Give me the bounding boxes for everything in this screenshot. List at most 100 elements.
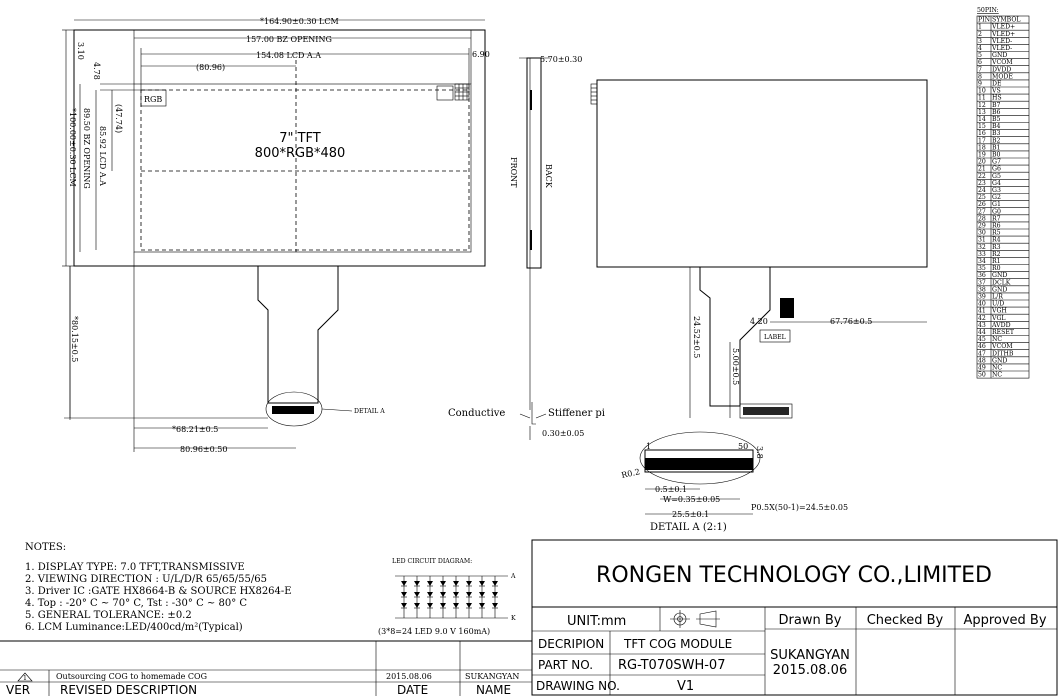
detail-d4: 25.5±0.1 (672, 510, 709, 519)
led-diode-icon (479, 592, 485, 597)
pin-number: 35 (978, 265, 986, 272)
pin-symbol: R1 (992, 258, 1001, 265)
revision-triangle-icon (17, 672, 33, 682)
note-2: 2. VIEWING DIRECTION : U/L/D/R 65/65/55/… (25, 574, 267, 585)
pin-number: 47 (978, 350, 986, 357)
led-diode-icon (440, 592, 446, 597)
pin-number: 1 (978, 24, 982, 31)
pin-symbol: AVDD (991, 322, 1011, 329)
dim-fpc-length: *80.15±0.5 (70, 316, 79, 362)
pin-number: 7 (978, 66, 982, 73)
led-caption: (3*8=24 LED 9.0 V 160mA) (378, 627, 490, 636)
pin-symbol: G1 (992, 201, 1001, 208)
lcm-outline (73, 29, 486, 267)
back-label: BACK (544, 164, 553, 189)
pin-symbol: VLED- (991, 38, 1012, 45)
pin-symbol: GND (992, 272, 1007, 279)
pin-symbol: R6 (992, 223, 1001, 230)
pin-number: 37 (978, 279, 986, 286)
led-diode-icon (453, 592, 459, 597)
pin-symbol: MODE (992, 73, 1013, 80)
pin-number: 29 (978, 223, 986, 230)
pin-col-symbol: SYMBOL (992, 17, 1021, 24)
detail-title: DETAIL A (2:1) (650, 522, 727, 533)
company-name: RONGEN TECHNOLOGY CO.,LIMITED (596, 563, 992, 588)
pin-number: 14 (978, 116, 986, 123)
led-diode-icon (414, 603, 420, 608)
pin-symbol: B0 (992, 152, 1001, 159)
pin-number: 12 (978, 102, 986, 109)
led-diode-icon (453, 603, 459, 608)
pin-number: 27 (978, 208, 986, 215)
front-view: RGB 7" TFT 800*RGB*480 DETAIL A *164.90±… (62, 17, 490, 454)
led-diode-icon (401, 603, 407, 608)
led-diode-icon (479, 581, 485, 586)
drawn-by-date: 2015.08.06 (773, 663, 847, 678)
led-diode-icon (466, 592, 472, 597)
pin-symbol: B4 (992, 123, 1001, 130)
label-tag: LABEL (764, 334, 786, 341)
col-desc: REVISED DESCRIPTION (60, 683, 197, 696)
pin-symbol: DITHB (992, 350, 1014, 357)
pixel-grid-marker (436, 83, 470, 101)
dim-fpc-pos: 80.96±0.50 (180, 445, 227, 454)
detail-ellipse (639, 431, 761, 485)
pin-symbol: RESET (992, 329, 1015, 336)
dim-fpc-offset: *68.21±0.5 (172, 425, 218, 434)
pin-number: 48 (978, 357, 986, 364)
pin-symbol: R2 (992, 251, 1001, 258)
pin-table-frame (976, 15, 1030, 379)
led-diode-icon (440, 581, 446, 586)
led-circuit: LED CIRCUIT DIAGRAM: A K (3*8=24 LED 9.0… (378, 558, 516, 636)
drawn-by-label: Drawn By (779, 613, 842, 628)
dim-aa-height: 85.92 LCD A.A (98, 126, 107, 186)
back-outline (596, 79, 928, 268)
title-block: RONGEN TECHNOLOGY CO.,LIMITED UNIT:mm Dr… (531, 539, 1058, 696)
pin-number: 44 (978, 329, 986, 336)
pin-symbol: VLED- (991, 45, 1012, 52)
pin-number: 49 (978, 365, 986, 372)
module-side-outline (526, 57, 542, 269)
led-anode: A (510, 573, 516, 580)
led-diode-icon (427, 581, 433, 586)
pin-number: 50 (978, 372, 986, 379)
pin-symbol: G5 (992, 173, 1001, 180)
side-view: 5.70±0.30 FRONT BACK Conductive Stiffene… (448, 55, 605, 440)
drawing-no-label: DRAWING NO. (536, 679, 620, 693)
back-view: LABEL 4.20 67.76±0.5 24.52±0.5 5.00±0.5 (590, 79, 928, 419)
col-ver: VER (6, 683, 30, 696)
dim-back-1: 24.52±0.5 (692, 316, 701, 358)
led-diode-icon (401, 592, 407, 597)
led-diode-icon (492, 603, 498, 608)
pin-symbol: B1 (992, 144, 1001, 151)
description-label: DECRIPION (538, 637, 604, 651)
detail-radius: R0.2 (621, 467, 641, 480)
pin-symbol: HS (992, 95, 1002, 102)
detail-pin-last: 50 (738, 442, 748, 451)
led-diode-icon (453, 581, 459, 586)
pin-number: 24 (978, 187, 986, 194)
dim-label-pos: 67.76±0.5 (830, 317, 872, 326)
note-1: 1. DISPLAY TYPE: 7.0 TFT,TRANSMISSIVE (25, 562, 245, 573)
stiffener-label: Stiffener pi (548, 408, 605, 419)
rgb-box (140, 89, 167, 107)
revision-description: Outsourcing COG to homemade COG (56, 672, 207, 681)
dim-half-height: (47.74) (114, 104, 123, 133)
col-date: DATE (397, 683, 428, 696)
fpc-tail (257, 266, 339, 404)
led-diode-icon (427, 592, 433, 597)
pin-number: 26 (978, 201, 986, 208)
pin-symbol: B7 (992, 102, 1001, 109)
note-3: 3. Driver IC :GATE HX8664-B & SOURCE HX8… (25, 586, 292, 597)
pin-symbol: VLED+ (991, 24, 1015, 31)
pin-number: 41 (978, 308, 986, 315)
pin-symbol: G0 (992, 208, 1001, 215)
pin-number: 10 (978, 88, 986, 95)
pin-number: 46 (978, 343, 986, 350)
led-diode-icon (492, 581, 498, 586)
pin-number: 40 (978, 301, 986, 308)
dim-bz-height: 89.50 BZ OPENING (82, 108, 91, 189)
front-label: FRONT (509, 157, 518, 188)
dim-back-2: 5.00±0.5 (731, 348, 740, 385)
